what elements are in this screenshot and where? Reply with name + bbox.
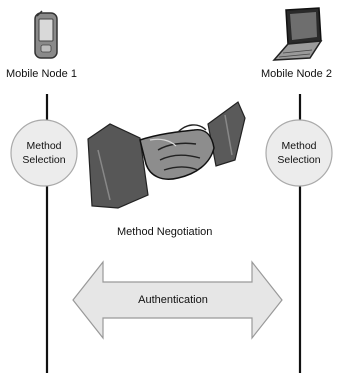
pda-icon [34, 10, 58, 59]
node2-label: Mobile Node 2 [261, 68, 332, 80]
authentication-label: Authentication [138, 294, 208, 306]
laptop-icon [272, 7, 323, 61]
method-negotiation-label: Method Negotiation [117, 226, 213, 238]
method-selection-line2: Selection [22, 154, 66, 166]
authentication-arrow [72, 260, 283, 340]
authentication-label-wrap: Authentication [0, 294, 342, 306]
method-selection-line1: Method [26, 140, 62, 152]
method-selection-line1: Method [281, 140, 317, 152]
method-selection-circle-1 [10, 119, 78, 187]
node1-label: Mobile Node 1 [6, 68, 77, 80]
handshake-icon [87, 101, 246, 209]
method-selection-circle-2 [265, 119, 333, 187]
method-selection-line2: Selection [277, 154, 321, 166]
method-selection-label-1: Method Selection [11, 139, 77, 167]
method-selection-label-2: Method Selection [266, 139, 332, 167]
